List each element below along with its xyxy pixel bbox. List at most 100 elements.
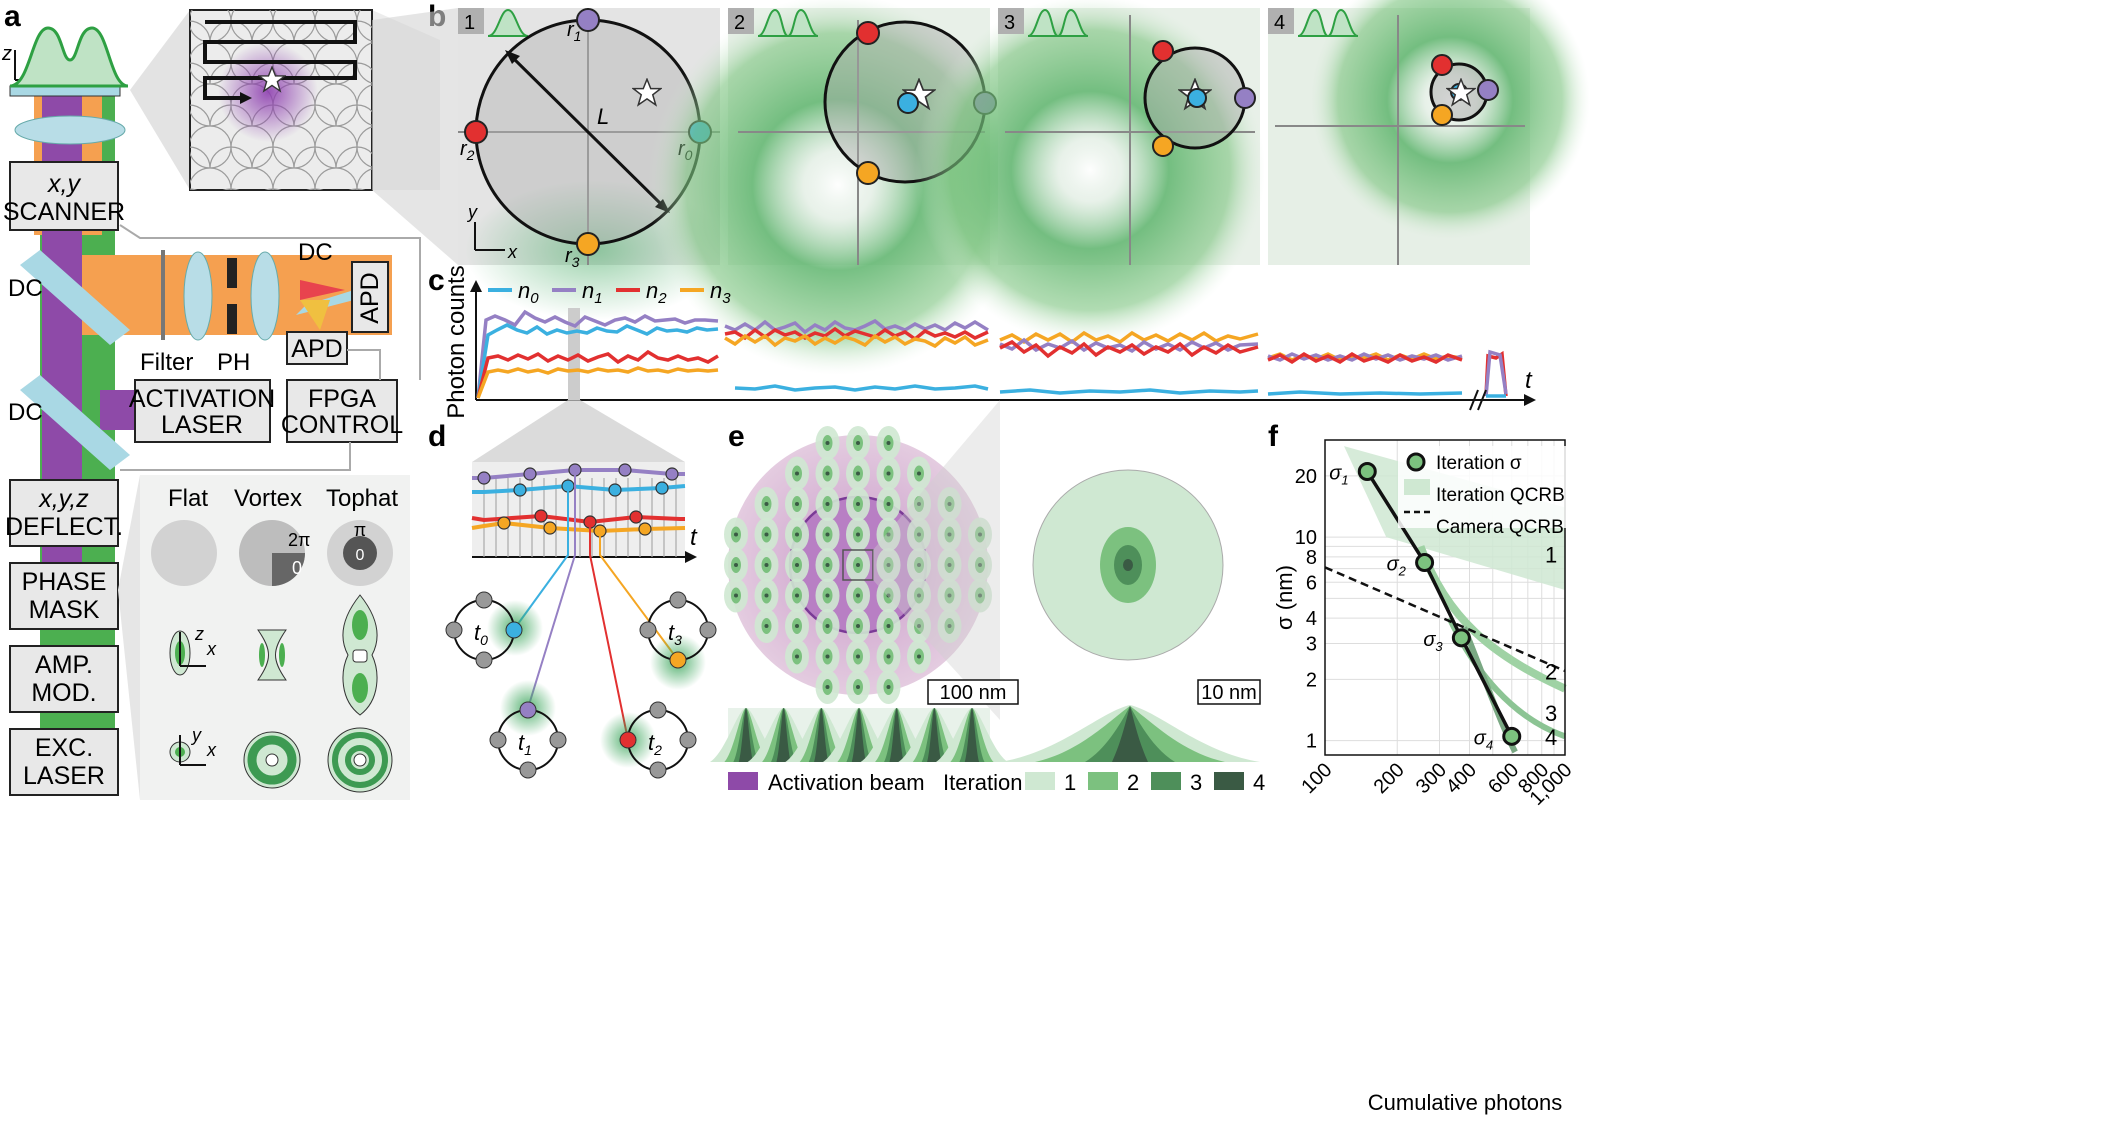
- f-sigma-label: σ1: [1329, 463, 1348, 488]
- e-grid-spot: [968, 517, 992, 552]
- e-grid-spot: [876, 487, 901, 521]
- svg-text:PHASE: PHASE: [22, 568, 107, 596]
- e-grid-spot: [815, 487, 840, 521]
- f-sigma-label: σ3: [1423, 629, 1443, 654]
- e-grid-spot: [815, 426, 840, 460]
- e-grid-spot: [937, 578, 962, 613]
- c-traces: [476, 309, 1508, 399]
- f-y-tick: 6: [1306, 572, 1317, 594]
- e-grid-spot: [815, 517, 840, 552]
- svg-text:t2: t2: [648, 730, 662, 758]
- svg-text:x,y: x,y: [47, 170, 81, 198]
- mask-label-flat: Flat: [168, 485, 208, 512]
- apd-box-1: APD: [351, 261, 389, 333]
- e-grid-spot: [785, 578, 809, 613]
- svg-text:2π: 2π: [288, 530, 310, 550]
- b-iteration-3: 3: [915, 0, 1265, 345]
- svg-text:t0: t0: [474, 620, 488, 648]
- panel-c: c Photon counts n0 n1 n2 n3 t: [428, 264, 1536, 419]
- svg-text:L: L: [597, 104, 609, 129]
- svg-text:4: 4: [1253, 770, 1265, 795]
- e-grid-spot: [876, 670, 901, 704]
- e-grid-spot: [754, 609, 779, 643]
- f-y-tick: 2: [1306, 669, 1317, 691]
- f-xlabel: Cumulative photons: [1368, 1090, 1562, 1115]
- e-grid-spot: [785, 487, 809, 521]
- svg-text:n0: n0: [518, 278, 539, 307]
- e-grid-spot: [815, 609, 840, 643]
- e-grid-spot: [785, 639, 809, 674]
- e-grid-spot: [876, 517, 901, 552]
- pinhole: [227, 258, 237, 288]
- e-grid-spot: [907, 517, 931, 552]
- panel-d: d t t0: [428, 400, 717, 779]
- e-grid-spot: [724, 517, 748, 552]
- svg-text:π: π: [354, 520, 366, 540]
- svg-text:4: 4: [1274, 12, 1285, 34]
- e-grid-spot: [876, 609, 901, 643]
- f-x-tick: 100: [1297, 759, 1336, 798]
- scan-path: [203, 20, 357, 100]
- e-localization-grid: [724, 426, 992, 704]
- svg-text:1: 1: [1064, 770, 1076, 795]
- svg-text:LASER: LASER: [161, 411, 243, 439]
- e-profile-peak: [776, 708, 791, 762]
- panel-a: a z x: [1, 0, 440, 800]
- e-grid-spot: [876, 639, 901, 674]
- e-grid-spot: [846, 517, 870, 552]
- e-grid-spot: [846, 609, 870, 643]
- f-y-tick: 4: [1306, 608, 1317, 630]
- svg-text:t: t: [1525, 367, 1533, 394]
- panel-label-a: a: [4, 0, 21, 33]
- e-grid-spot: [846, 639, 870, 674]
- e-grid-spot: [785, 517, 809, 552]
- svg-text:100 nm: 100 nm: [940, 682, 1007, 704]
- lens-2: [250, 251, 280, 341]
- lens-1: [183, 251, 213, 341]
- e-grid-spot: [968, 578, 992, 613]
- panel-e: e 100 nm 10 nm Activation beam Iteration…: [710, 400, 1265, 795]
- phase-mask-box: PHASE MASK: [9, 562, 119, 630]
- mask-label-tophat: Tophat: [326, 485, 398, 512]
- e-profiles: [710, 708, 1008, 762]
- svg-text:2: 2: [734, 12, 745, 34]
- fpga-control-box: FPGA CONTROL: [281, 379, 403, 443]
- panel-label-f: f: [1268, 420, 1279, 453]
- svg-text:LASER: LASER: [23, 762, 105, 790]
- f-sigma-point: [1357, 462, 1377, 482]
- e-grid-spot: [907, 487, 931, 521]
- f-band-label: 3: [1545, 701, 1557, 726]
- f-sigma-line: [1365, 470, 1514, 738]
- phase-mask-inset: Flat Vortex Tophat 2π 0 π 0 z x: [118, 475, 410, 800]
- svg-text:z: z: [194, 624, 204, 644]
- e-scalebar-right: [1197, 679, 1261, 705]
- f-sigma-label: σ4: [1474, 727, 1493, 752]
- c-ylabel: Photon counts: [443, 265, 470, 418]
- panel-b: b 1 L r1 r2 r0 r3 y: [372, 0, 1590, 375]
- d-state-t0: t0: [445, 591, 543, 669]
- f-legend-entry: Iteration QCRB: [1436, 485, 1565, 506]
- deflector-box: x,y,z DEFLECT.: [5, 479, 123, 547]
- svg-text:3: 3: [1190, 770, 1202, 795]
- svg-text:1: 1: [464, 12, 475, 34]
- e-grid-spot: [876, 426, 901, 460]
- svg-text:x,y,z: x,y,z: [38, 485, 89, 513]
- e-grid-spot: [754, 548, 779, 582]
- psf-profile: z x: [1, 26, 129, 88]
- svg-text:r3: r3: [565, 245, 580, 270]
- svg-text:3: 3: [1004, 12, 1015, 34]
- f-y-tick: 10: [1295, 527, 1317, 549]
- e-grid-spot: [815, 456, 840, 491]
- d-state-t2: t2: [600, 701, 697, 779]
- d-state-t1: t1: [489, 680, 567, 779]
- panel-label-d: d: [428, 420, 446, 453]
- e-grid-spot: [724, 548, 748, 582]
- f-y-tick: 20: [1295, 466, 1317, 488]
- svg-text:0: 0: [292, 558, 302, 578]
- d-state-t3: t3: [639, 591, 717, 690]
- svg-text:FPGA: FPGA: [308, 385, 376, 413]
- svg-text:t3: t3: [668, 620, 682, 648]
